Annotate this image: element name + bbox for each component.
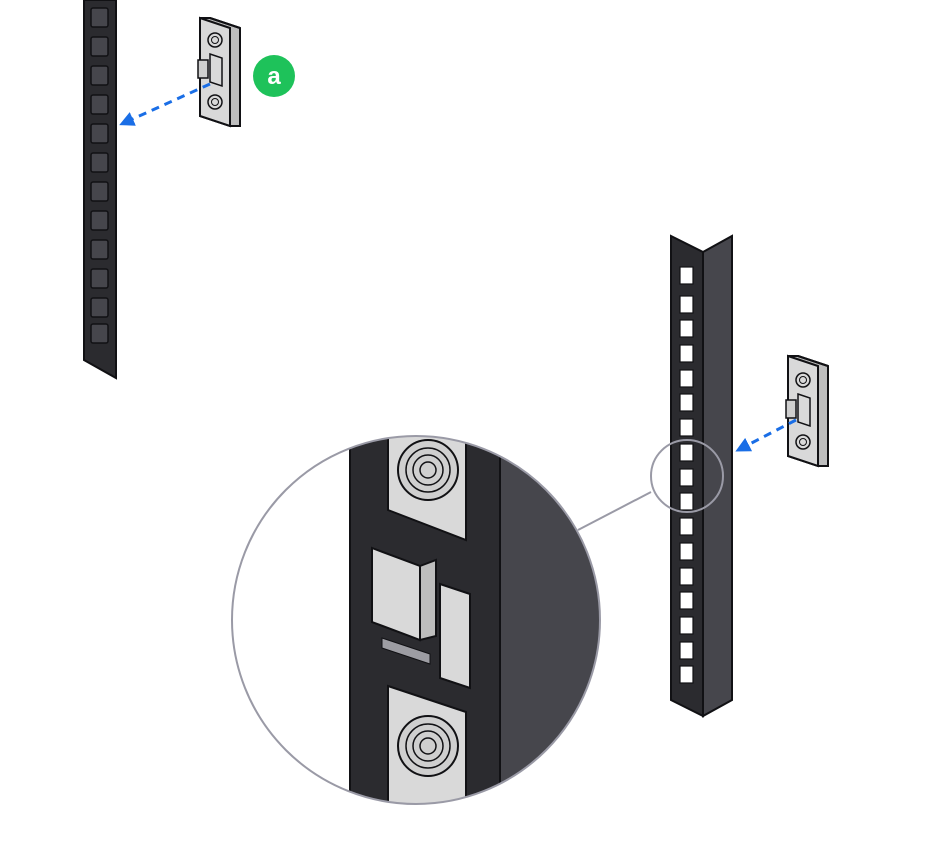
right-rack-rail <box>670 234 733 718</box>
dashed-arrow-icon <box>119 82 211 126</box>
dashed-arrow-icon <box>735 418 797 452</box>
cage-nut-icon <box>785 354 829 468</box>
step-marker: a <box>253 55 295 97</box>
cage-nut-icon <box>197 16 241 128</box>
step-marker-label: a <box>267 63 281 90</box>
left-rack-rail <box>83 0 117 380</box>
magnifier-callout-icon <box>231 435 724 805</box>
zoomed-detail <box>232 436 600 804</box>
